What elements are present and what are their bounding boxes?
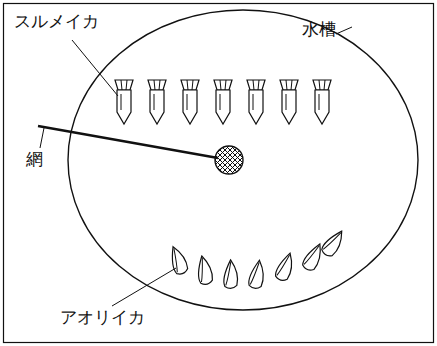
squid-line bbox=[319, 94, 320, 110]
squid-line bbox=[154, 94, 155, 110]
squid-line bbox=[253, 94, 254, 110]
squid-figure bbox=[193, 255, 214, 286]
squid-body bbox=[274, 251, 295, 282]
squid-line bbox=[323, 229, 341, 252]
squid-figure bbox=[247, 80, 265, 124]
squid-body bbox=[301, 241, 325, 273]
squid-figure bbox=[148, 80, 166, 124]
squid-body bbox=[315, 90, 329, 124]
squid-line bbox=[121, 94, 122, 110]
frame-border bbox=[4, 4, 434, 343]
squid-body bbox=[165, 244, 190, 276]
net-symbol bbox=[215, 146, 243, 174]
squid-figure bbox=[248, 259, 264, 289]
squid-arms bbox=[253, 80, 259, 90]
squid-fins bbox=[247, 80, 265, 90]
part-label: アオリイカ bbox=[60, 308, 145, 328]
tank-outline bbox=[68, 10, 418, 310]
surume-squid-row bbox=[115, 80, 331, 124]
part-label: 網 bbox=[26, 150, 43, 170]
squid-fins bbox=[115, 80, 133, 90]
squid-line bbox=[187, 94, 188, 110]
aori-squid-row bbox=[165, 227, 346, 289]
squid-arms bbox=[154, 80, 160, 90]
squid-figure bbox=[214, 80, 232, 124]
squid-line bbox=[277, 253, 290, 277]
leader-line bbox=[72, 40, 118, 96]
squid-fins bbox=[214, 80, 232, 90]
squid-arms bbox=[187, 80, 193, 90]
squid-body bbox=[248, 259, 264, 289]
squid-figure bbox=[165, 244, 190, 276]
squid-line bbox=[304, 243, 319, 267]
squid-line bbox=[286, 94, 287, 110]
part-label: スルメイカ bbox=[14, 12, 99, 32]
leader-line bbox=[40, 128, 44, 148]
squid-fins bbox=[313, 80, 331, 90]
squid-body bbox=[183, 90, 197, 124]
squid-body bbox=[216, 90, 230, 124]
squid-figure bbox=[181, 80, 199, 124]
squid-body bbox=[193, 255, 214, 286]
squid-arms bbox=[286, 80, 292, 90]
squid-body bbox=[222, 259, 238, 289]
squid-fins bbox=[181, 80, 199, 90]
squid-figure bbox=[222, 259, 238, 289]
squid-body bbox=[282, 90, 296, 124]
squid-fins bbox=[280, 80, 298, 90]
squid-body bbox=[117, 90, 131, 124]
squid-arms bbox=[220, 80, 226, 90]
squid-figure bbox=[115, 80, 133, 124]
squid-figure bbox=[313, 80, 331, 124]
squid-body bbox=[150, 90, 164, 124]
leader-line bbox=[336, 27, 352, 34]
squid-body bbox=[320, 227, 346, 259]
squid-figure bbox=[274, 251, 295, 282]
squid-figure bbox=[280, 80, 298, 124]
squid-line bbox=[250, 262, 259, 286]
leader-line bbox=[112, 268, 176, 306]
squid-arms bbox=[121, 80, 127, 90]
squid-line bbox=[220, 94, 221, 110]
part-label: 水槽 bbox=[302, 20, 336, 40]
squid-body bbox=[249, 90, 263, 124]
squid-fins bbox=[148, 80, 166, 90]
squid-figure bbox=[301, 241, 325, 273]
squid-figure bbox=[320, 227, 346, 259]
squid-arms bbox=[319, 80, 325, 90]
net-handle bbox=[38, 126, 218, 158]
squid-line bbox=[224, 262, 233, 286]
squid-line bbox=[196, 258, 209, 282]
